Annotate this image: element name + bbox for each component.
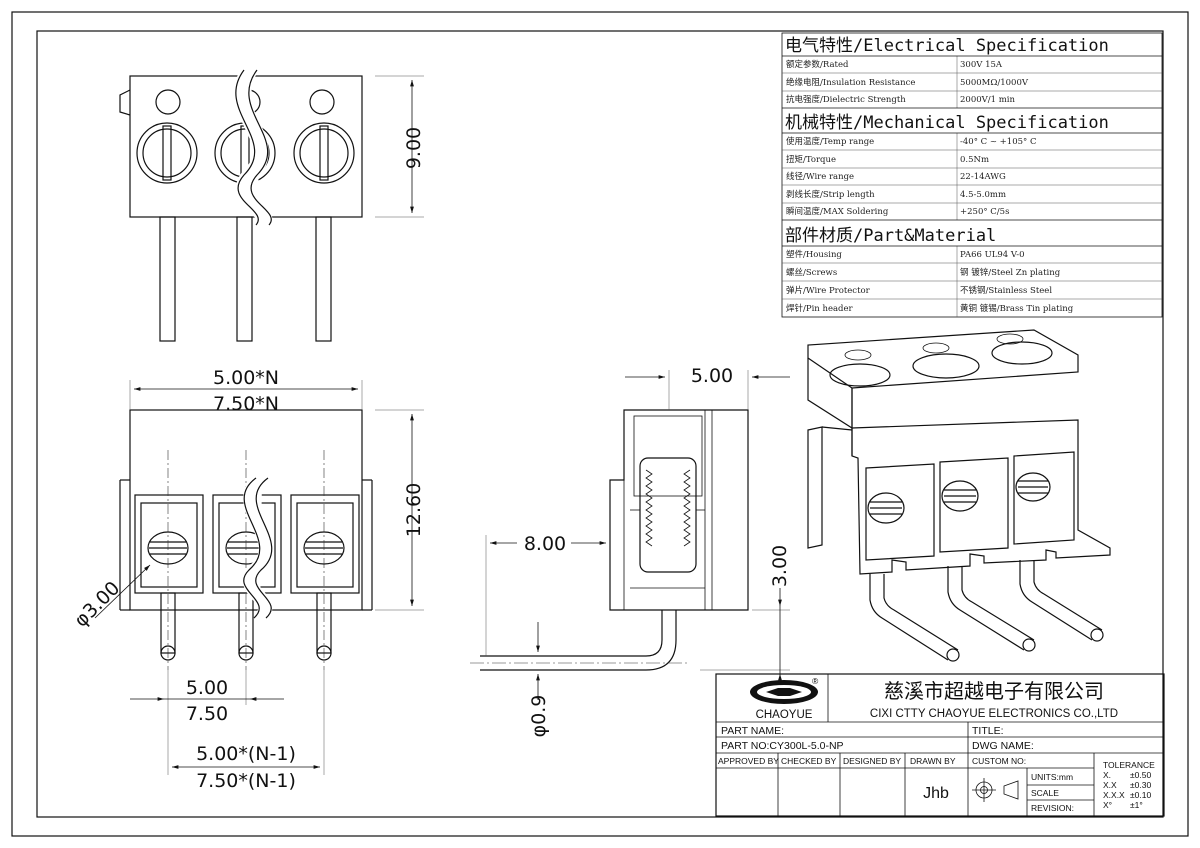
spec-value: 22-14AWG [960, 172, 1006, 182]
dim-side-width: 5.00 [691, 365, 733, 387]
title-block: ® CHAOYUE 慈溪市超越电子有限公司 CIXI CTTY CHAOYUE … [715, 673, 1165, 817]
scale-label: SCALE [1031, 788, 1059, 798]
spec-header-electrical: 电气特性/Electrical Specification [785, 36, 1109, 56]
company-name-en: CIXI CTTY CHAOYUE ELECTRONICS CO.,LTD [870, 708, 1118, 720]
spec-label: 螺丝/Screws [786, 267, 837, 278]
spec-header-mechanical: 机械特性/Mechanical Specification [785, 113, 1109, 133]
dwg-name-label: DWG NAME: [972, 740, 1034, 752]
tolerance-value: ±0.50 [1130, 770, 1151, 780]
spec-value: 5000MΩ/1000V [960, 78, 1029, 88]
spec-label: 焊针/Pin header [786, 303, 854, 314]
tolerance-key: X.X [1103, 780, 1117, 790]
drawn-by-value: Jhb [923, 785, 949, 802]
dim-side-pin-height: 3.00 [769, 545, 791, 587]
dim-hole-dia: φ3.00 [70, 577, 124, 631]
spec-value: -40° C ~ +105° C [960, 137, 1036, 147]
spec-value: 0.5Nm [960, 155, 989, 165]
logo-registered-mark: ® [812, 676, 819, 686]
dim-span-7: 7.50*(N-1) [196, 770, 296, 792]
checked-by-label: CHECKED BY [781, 756, 837, 766]
spec-value: 2000V/1 min [960, 95, 1016, 105]
spec-value: +250° C/5s [960, 207, 1009, 217]
spec-label: 扭矩/Torque [786, 154, 836, 165]
custom-no-label: CUSTOM NO: [972, 756, 1026, 766]
designed-by-label: DESIGNED BY [843, 756, 901, 766]
spec-label: 额定参数/Rated [786, 59, 849, 70]
spec-label: 线径/Wire range [786, 171, 854, 182]
drawn-by-label: DRAWN BY [910, 756, 956, 766]
tolerance-key: X° [1103, 800, 1112, 810]
dim-pitch-5: 5.00 [186, 677, 228, 699]
approved-by-label: APPROVED BY [718, 756, 779, 766]
tolerance-title: TOLERANCE [1103, 760, 1155, 770]
spec-label: 塑件/Housing [786, 249, 842, 260]
spec-label: 瞬间温度/MAX Soldering [786, 206, 889, 217]
units-label: UNITS:mm [1031, 772, 1073, 782]
dim-front-height: 12.60 [403, 483, 425, 537]
top-view: 9.00 [119, 65, 425, 342]
spec-table: 电气特性/Electrical Specification 额定参数/Rated… [781, 32, 1163, 318]
dim-pin-dia: φ0.9 [528, 695, 550, 738]
dim-width-7: 7.50*N [213, 393, 279, 415]
spec-label: 剥线长度/Strip length [786, 189, 875, 200]
front-view: 5.00*N 7.50*N 12.60 φ3.00 5.00 7.50 5.00… [70, 367, 425, 792]
outer-border [11, 11, 1189, 837]
projection-symbol [972, 778, 1019, 802]
tolerance-value: ±0.10 [1130, 790, 1151, 800]
spec-label: 绝缘电阻/Insulation Resistance [786, 77, 915, 88]
isometric-view [807, 329, 1111, 662]
side-view: 5.00 8.00 3.00 φ0.9 [470, 365, 791, 737]
spec-value: 钢 镀锌/Steel Zn plating [960, 267, 1061, 278]
spec-value: 4.5-5.0mm [960, 190, 1006, 200]
tolerance-value: ±0.30 [1130, 780, 1151, 790]
spec-label: 使用温度/Temp range [786, 136, 874, 147]
part-no-label: PART NO:CY300L-5.0-NP [721, 740, 844, 752]
dim-top-height: 9.00 [403, 127, 425, 169]
tolerance-value: ±1° [1130, 800, 1143, 810]
company-logo: ® CHAOYUE [750, 676, 819, 721]
spec-label: 抗电强度/Dielectric Strength [786, 94, 906, 105]
revision-label: REVISION: [1031, 803, 1074, 813]
dim-side-depth: 8.00 [524, 533, 566, 555]
dim-pitch-7: 7.50 [186, 703, 228, 725]
logo-text: CHAOYUE [756, 709, 813, 721]
title-label: TITLE: [972, 725, 1004, 737]
spec-label: 弹片/Wire Protector [786, 285, 871, 296]
spec-value: 300V 15A [960, 60, 1003, 70]
inner-border [36, 30, 1164, 818]
spec-header-material: 部件材质/Part&Material [785, 226, 996, 246]
dim-span-5: 5.00*(N-1) [196, 743, 296, 765]
part-name-label: PART NAME: [721, 725, 784, 737]
dim-width-5: 5.00*N [213, 367, 279, 389]
spec-value: PA66 UL94 V-0 [960, 250, 1025, 260]
tolerance-key: X. [1103, 770, 1111, 780]
spec-value: 黄铜 镀锡/Brass Tin plating [960, 303, 1074, 314]
company-name-cn: 慈溪市超越电子有限公司 [884, 679, 1104, 703]
tolerance-key: X.X.X [1103, 790, 1125, 800]
spec-value: 不锈钢/Stainless Steel [960, 285, 1052, 296]
